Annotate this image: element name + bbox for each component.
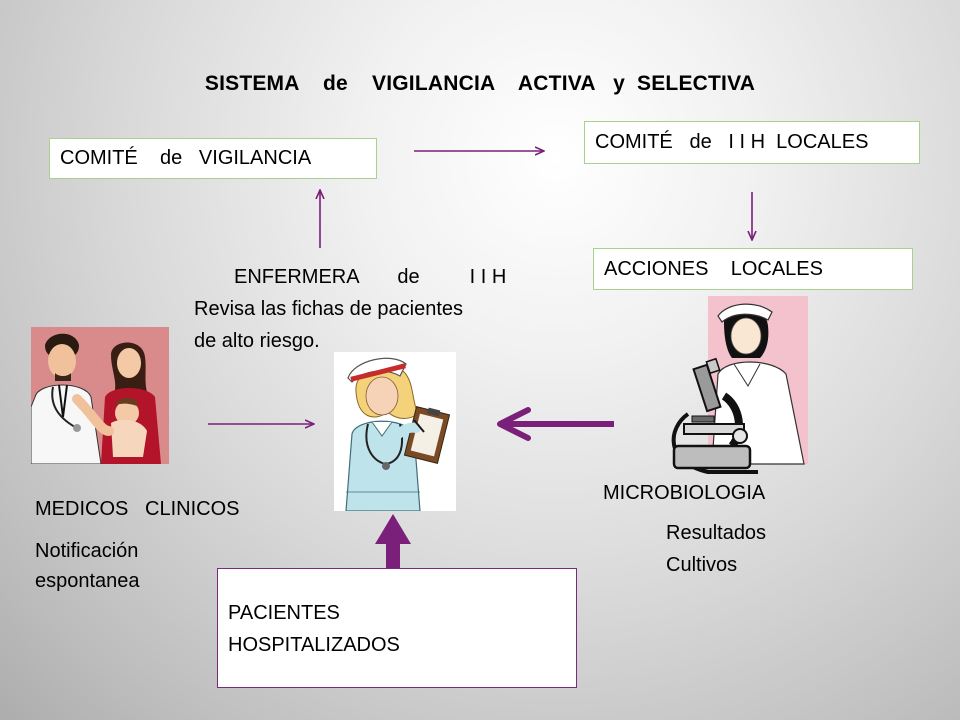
diagram-title: SISTEMA de VIGILANCIA ACTIVA y SELECTIVA (204, 72, 756, 95)
enfermera-desc-line2: de alto riesgo. (194, 330, 320, 352)
medicos-desc-line2: espontanea (35, 570, 140, 592)
medicos-clinicos-label: MEDICOS CLINICOS (35, 498, 240, 520)
micro-desc-line2: Cultivos (666, 554, 738, 576)
arrow-micro-to-enfermera (497, 407, 614, 441)
technician-with-microscope-icon (671, 296, 808, 474)
comite-iih-locales-label: COMITÉ de I I H LOCALES (595, 131, 869, 153)
medicos-desc-line1: Notificación (35, 540, 139, 562)
comite-vigilancia-box: COMITÉ de VIGILANCIA (49, 138, 377, 179)
comite-iih-locales-box: COMITÉ de I I H LOCALES (584, 121, 920, 164)
micro-desc-line1: Resultados (666, 522, 767, 544)
pacientes-label-1: PACIENTES (228, 602, 340, 624)
pacientes-hospitalizados-box: PACIENTES HOSPITALIZADOS (217, 568, 577, 688)
enfermera-iih-label: ENFERMERA de I I H (234, 266, 507, 288)
enfermera-desc-line1: Revisa las fichas de pacientes (194, 298, 464, 320)
arrow-pacientes-to-enfermera (375, 514, 411, 568)
microscope-illustration (648, 296, 808, 480)
nurse-with-clipboard-icon (334, 352, 456, 512)
doctors-with-child-icon (30, 327, 169, 465)
acciones-locales-label: ACCIONES LOCALES (604, 257, 823, 280)
comite-vigilancia-label: COMITÉ de VIGILANCIA (60, 147, 312, 169)
microbiologia-label: MICROBIOLOGIA (603, 482, 766, 504)
nurse-illustration (334, 352, 456, 512)
doctors-illustration (30, 327, 169, 465)
acciones-locales-box: ACCIONES LOCALES (593, 248, 913, 290)
pacientes-label-2: HOSPITALIZADOS (228, 634, 400, 656)
